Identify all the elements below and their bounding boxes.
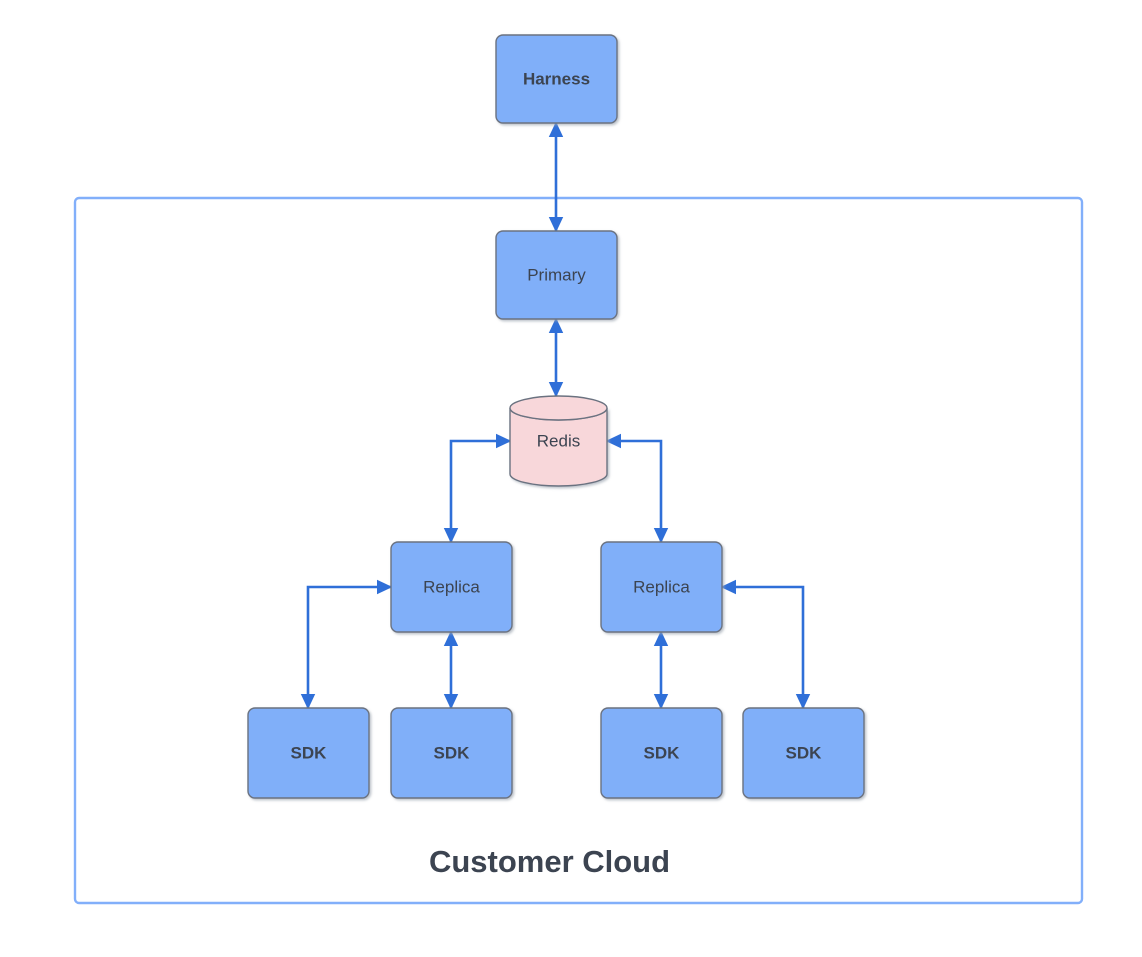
box-shape (742, 707, 865, 799)
cylinder-top (509, 395, 608, 421)
node-label-sdk1: SDK (291, 743, 328, 762)
node-label-primary: Primary (527, 265, 586, 284)
node-sdk3[interactable]: SDK (600, 707, 723, 799)
edge-redis-replica1 (443, 433, 512, 544)
box-shape (390, 707, 513, 799)
node-label-replica1: Replica (423, 577, 480, 596)
node-replica1[interactable]: Replica (390, 541, 513, 633)
box-shape (495, 34, 618, 124)
node-harness[interactable]: Harness (495, 34, 618, 124)
node-redis[interactable]: Redis (509, 395, 608, 487)
node-label-replica2: Replica (633, 577, 690, 596)
node-label-sdk3: SDK (644, 743, 681, 762)
customer-cloud-border (73, 196, 1084, 905)
edge-layer (300, 121, 811, 710)
node-label-sdk4: SDK (786, 743, 823, 762)
box-shape (600, 707, 723, 799)
edge-redis-replica2 (605, 433, 669, 544)
node-sdk1[interactable]: SDK (247, 707, 370, 799)
customer-cloud-group[interactable]: Customer Cloud (73, 196, 1084, 905)
node-primary[interactable]: Primary (495, 230, 618, 320)
box-shape (390, 541, 513, 633)
customer-cloud-label: Customer Cloud (429, 844, 670, 879)
node-replica2[interactable]: Replica (600, 541, 723, 633)
box-shape (600, 541, 723, 633)
box-shape (247, 707, 370, 799)
node-label-sdk2: SDK (434, 743, 471, 762)
edge-replica1-sdk1 (300, 579, 393, 710)
node-label-redis: Redis (537, 431, 580, 450)
node-label-harness: Harness (523, 69, 590, 88)
box-shape (495, 230, 618, 320)
node-sdk4[interactable]: SDK (742, 707, 865, 799)
node-sdk2[interactable]: SDK (390, 707, 513, 799)
edge-replica2-sdk4 (720, 579, 811, 710)
